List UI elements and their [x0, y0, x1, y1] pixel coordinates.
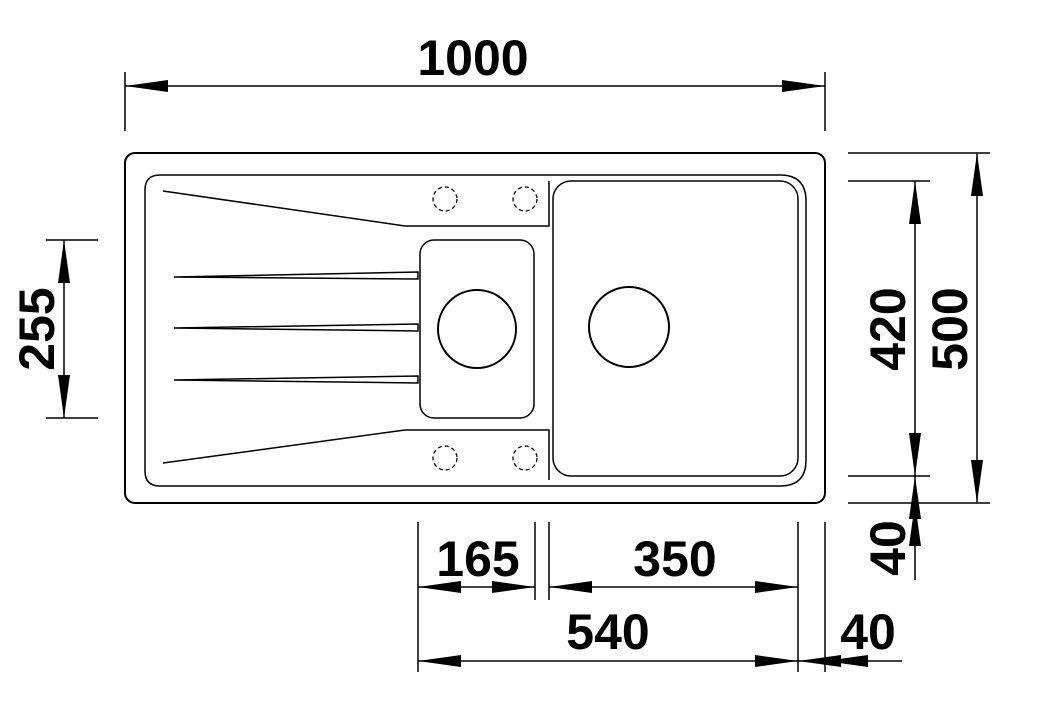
bowl-depth-label: 255 [9, 287, 65, 370]
small-bowl [419, 239, 535, 419]
main-bowl [552, 180, 799, 477]
overall-width-label: 1000 [417, 30, 528, 86]
right-margin-label: 40 [840, 604, 896, 660]
small-bowl-drain [437, 289, 517, 369]
bottom-margin-label: 40 [860, 520, 916, 576]
bowls-span-label: 540 [566, 604, 649, 660]
drainboard-ribs [173, 271, 419, 384]
main-bowl-width-label: 350 [633, 531, 716, 587]
overall-depth-label: 500 [922, 287, 978, 370]
inner-depth-label: 420 [860, 287, 916, 370]
sink-outline [124, 152, 826, 504]
small-bowl-width-label: 165 [436, 531, 519, 587]
dimension-bowls-span: 540 [418, 604, 798, 667]
dimension-bowl-depth: 255 [9, 239, 98, 419]
drainboard-frame [162, 181, 550, 480]
dimension-small-bowl-width: 165 [418, 531, 535, 593]
dimension-right-margin: 40 [798, 604, 902, 667]
main-bowl-drain [588, 286, 670, 368]
dimension-overall-width: 1000 [124, 30, 826, 131]
tap-hole-markers [432, 186, 538, 471]
dimension-overall-depth: 500 [848, 152, 990, 504]
dimension-inner-depth: 420 [848, 180, 930, 477]
dimension-main-bowl-width: 350 [549, 531, 798, 593]
dimension-bottom-margin: 40 [860, 476, 921, 580]
